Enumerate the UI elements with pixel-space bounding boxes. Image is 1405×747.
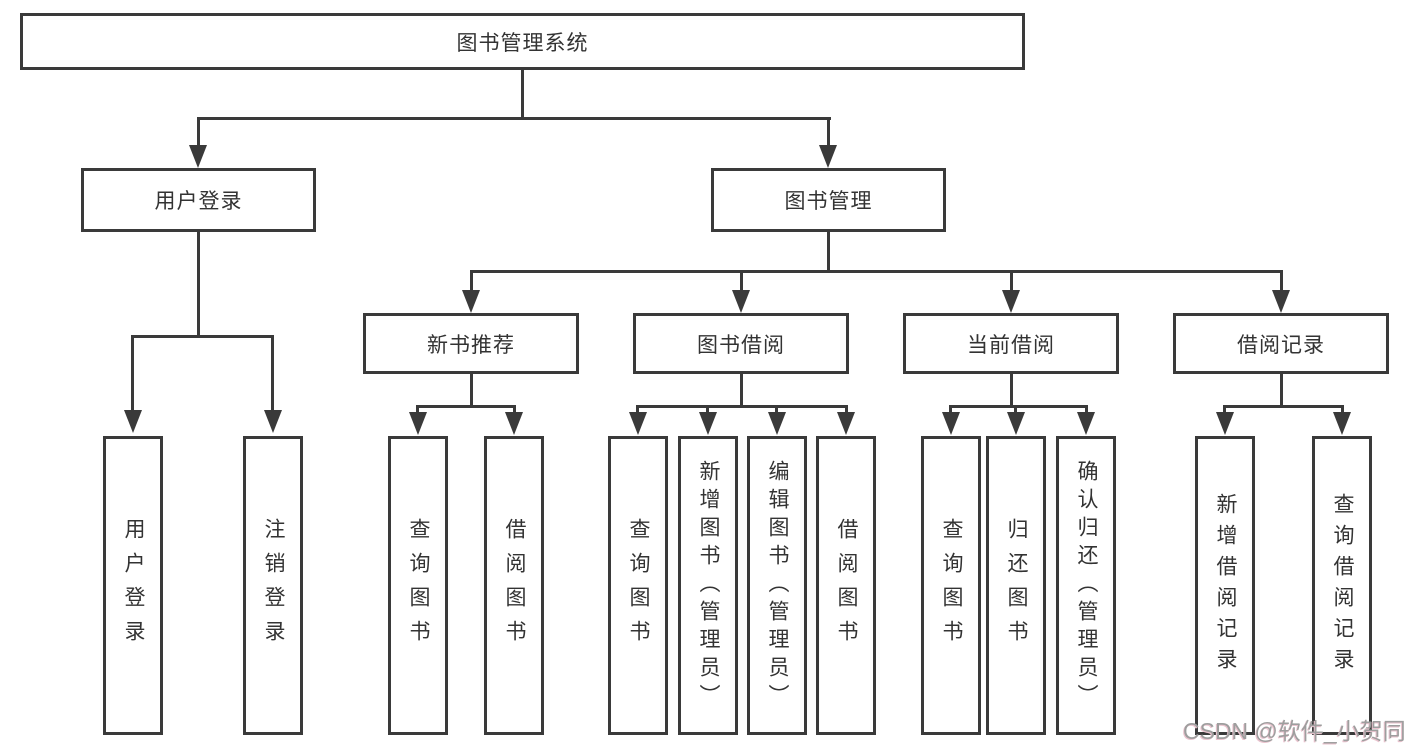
leaf-query-books: 查询图书: [388, 436, 448, 735]
leaf-label: 借阅图书: [503, 517, 527, 654]
connector-line: [197, 232, 200, 338]
node-label: 图书管理系统: [456, 31, 589, 55]
connector-line: [1010, 270, 1013, 293]
node-book-management: 图书管理: [711, 168, 946, 232]
connector-line: [1085, 405, 1088, 415]
csdn-watermark: CSDN @软件_小贺同学: [1183, 718, 1405, 744]
connector-line: [1341, 405, 1344, 415]
connector-line: [827, 117, 830, 147]
arrow-down-icon: [732, 290, 750, 313]
connector-line: [131, 335, 274, 338]
leaf-return-books: 归还图书: [986, 436, 1046, 735]
connector-line: [197, 117, 200, 147]
leaf-add-books-admin: 新增图书（管理员）: [678, 436, 738, 735]
leaf-label: 查询借阅记录: [1331, 492, 1355, 679]
leaf-label: 编辑图书（管理员）: [766, 459, 790, 712]
leaf-borrow-books: 借阅图书: [484, 436, 544, 735]
arrow-down-icon: [629, 412, 647, 435]
arrow-down-icon: [1216, 412, 1234, 435]
connector-line: [470, 270, 473, 293]
leaf-user-login: 用户登录: [103, 436, 163, 735]
arrow-down-icon: [768, 412, 786, 435]
node-label: 借阅记录: [1237, 333, 1325, 357]
arrow-down-icon: [699, 412, 717, 435]
arrow-down-icon: [124, 410, 142, 433]
connector-line: [513, 405, 516, 415]
arrow-down-icon: [942, 412, 960, 435]
leaf-borrow-books: 借阅图书: [816, 436, 876, 735]
node-label: 当前借阅: [967, 333, 1055, 357]
connector-line: [470, 374, 473, 408]
connector-line: [1014, 405, 1017, 415]
leaf-label: 查询图书: [407, 517, 431, 654]
arrow-down-icon: [462, 290, 480, 313]
leaf-label: 确认归还（管理员）: [1075, 459, 1099, 712]
leaf-label: 查询图书: [940, 517, 964, 654]
leaf-query-books: 查询图书: [608, 436, 668, 735]
leaf-label: 注销登录: [262, 517, 286, 654]
arrow-down-icon: [189, 145, 207, 168]
connector-line: [271, 335, 274, 411]
leaf-label: 查询图书: [627, 517, 651, 654]
arrow-down-icon: [837, 412, 855, 435]
connector-line: [949, 405, 952, 415]
arrow-down-icon: [409, 412, 427, 435]
connector-line: [1010, 374, 1013, 408]
leaf-edit-books-admin: 编辑图书（管理员）: [747, 436, 807, 735]
connector-line: [827, 232, 830, 273]
leaf-label: 归还图书: [1005, 517, 1029, 654]
connector-line: [845, 405, 848, 415]
arrow-down-icon: [1002, 290, 1020, 313]
connector-line: [416, 405, 516, 408]
leaf-query-borrow-record: 查询借阅记录: [1312, 436, 1372, 735]
leaf-confirm-return-admin: 确认归还（管理员）: [1056, 436, 1116, 735]
node-user-login: 用户登录: [81, 168, 316, 232]
connector-line: [416, 405, 419, 415]
connector-line: [949, 405, 1088, 408]
arrow-down-icon: [505, 412, 523, 435]
arrow-down-icon: [1272, 290, 1290, 313]
node-current-borrowing: 当前借阅: [903, 313, 1119, 374]
connector-line: [1223, 405, 1226, 415]
leaf-label: 新增借阅记录: [1214, 492, 1238, 679]
leaf-logout: 注销登录: [243, 436, 303, 735]
connector-line: [775, 405, 778, 415]
connector-line: [636, 405, 639, 415]
connector-line: [1280, 270, 1283, 293]
arrow-down-icon: [264, 410, 282, 433]
arrow-down-icon: [819, 145, 837, 168]
node-new-book-recommend: 新书推荐: [363, 313, 579, 374]
arrow-down-icon: [1077, 412, 1095, 435]
leaf-query-books: 查询图书: [921, 436, 981, 735]
connector-line: [740, 270, 743, 293]
connector-line: [740, 374, 743, 408]
node-label: 图书管理: [784, 190, 873, 213]
connector-line: [1223, 405, 1344, 408]
leaf-add-borrow-record: 新增借阅记录: [1195, 436, 1255, 735]
leaf-label: 新增图书（管理员）: [697, 459, 721, 712]
connector-line: [470, 270, 1283, 273]
node-borrowing-records: 借阅记录: [1173, 313, 1389, 374]
node-label: 新书推荐: [427, 333, 515, 357]
connector-line: [706, 405, 709, 415]
connector-line: [636, 405, 848, 408]
leaf-label: 用户登录: [122, 517, 146, 654]
node-library-management-system: 图书管理系统: [20, 13, 1025, 70]
connector-line: [1280, 374, 1283, 408]
node-label: 图书借阅: [697, 333, 785, 357]
connector-line: [197, 117, 831, 120]
node-book-borrowing: 图书借阅: [633, 313, 849, 374]
arrow-down-icon: [1007, 412, 1025, 435]
leaf-label: 借阅图书: [835, 517, 859, 654]
connector-line: [131, 335, 134, 411]
connector-line: [521, 70, 524, 119]
node-label: 用户登录: [154, 190, 243, 213]
arrow-down-icon: [1333, 412, 1351, 435]
